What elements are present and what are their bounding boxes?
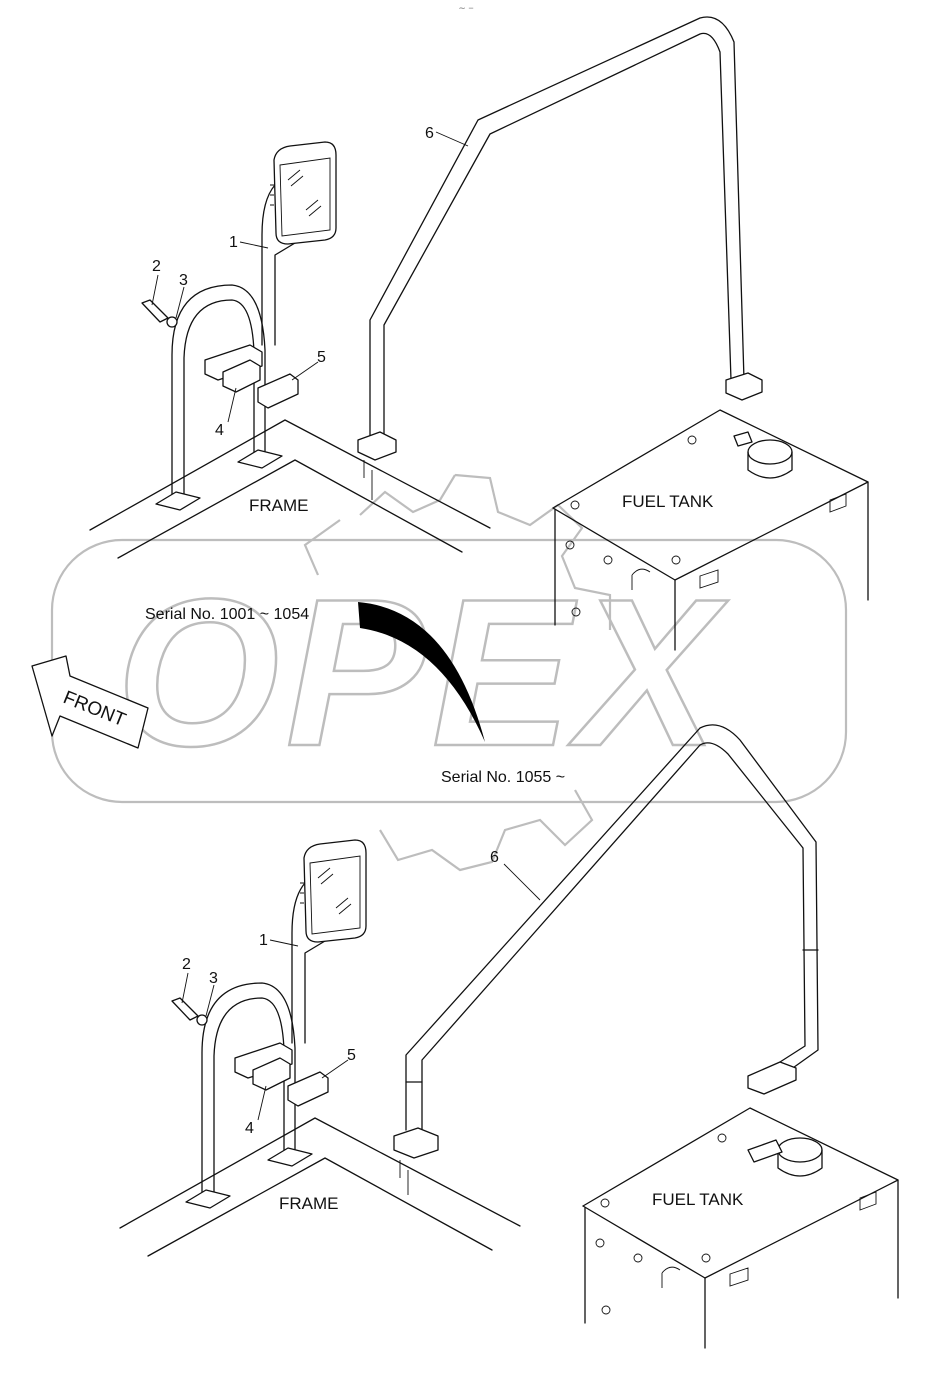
- upper-assembly: 1 2 3 4 5 6 FRAME FUEL TANK Serial No. 1…: [89, 16, 869, 651]
- upper-leaders: [151, 131, 469, 423]
- callout-1: 1: [229, 234, 238, 251]
- upper-handrail: [357, 16, 763, 500]
- callout-3: 3: [209, 970, 218, 987]
- upper-fuel-tank: [552, 409, 869, 651]
- upper-bracket: [141, 299, 299, 409]
- callout-3: 3: [179, 272, 188, 289]
- callout-4: 4: [245, 1120, 254, 1137]
- frame-label: FRAME: [279, 1194, 339, 1213]
- header-mark: ∼ −: [458, 3, 473, 13]
- upper-frame-outline: [89, 419, 491, 559]
- lower-handrail: [393, 724, 819, 1195]
- serial-range-label: Serial No. 1001 ~ 1054: [145, 606, 309, 623]
- opex-watermark: OPEX: [50, 473, 848, 872]
- callout-5: 5: [347, 1047, 356, 1064]
- callout-5: 5: [317, 349, 326, 366]
- fuel-tank-label: FUEL TANK: [622, 492, 714, 511]
- upper-mirror: [261, 141, 337, 346]
- frame-label: FRAME: [249, 496, 309, 515]
- lower-assembly: 1 2 3 4 5 6 FRAME FUEL TANK Serial No. 1…: [119, 724, 899, 1349]
- callout-1: 1: [259, 932, 268, 949]
- lower-frame-outline: [119, 1117, 521, 1257]
- watermark-text: OPEX: [116, 555, 728, 790]
- lower-fuel-tank: [582, 1107, 899, 1349]
- lower-leaders: [181, 863, 541, 1121]
- callout-2: 2: [152, 258, 161, 275]
- callout-4: 4: [215, 422, 224, 439]
- callout-2: 2: [182, 956, 191, 973]
- serial-range-label: Serial No. 1055 ~: [441, 769, 565, 786]
- callout-6: 6: [425, 125, 434, 142]
- callout-6: 6: [490, 849, 499, 866]
- fuel-tank-label: FUEL TANK: [652, 1190, 744, 1209]
- lower-bracket: [171, 997, 329, 1107]
- transition-arrow: [358, 602, 485, 742]
- lower-mirror: [291, 839, 367, 1044]
